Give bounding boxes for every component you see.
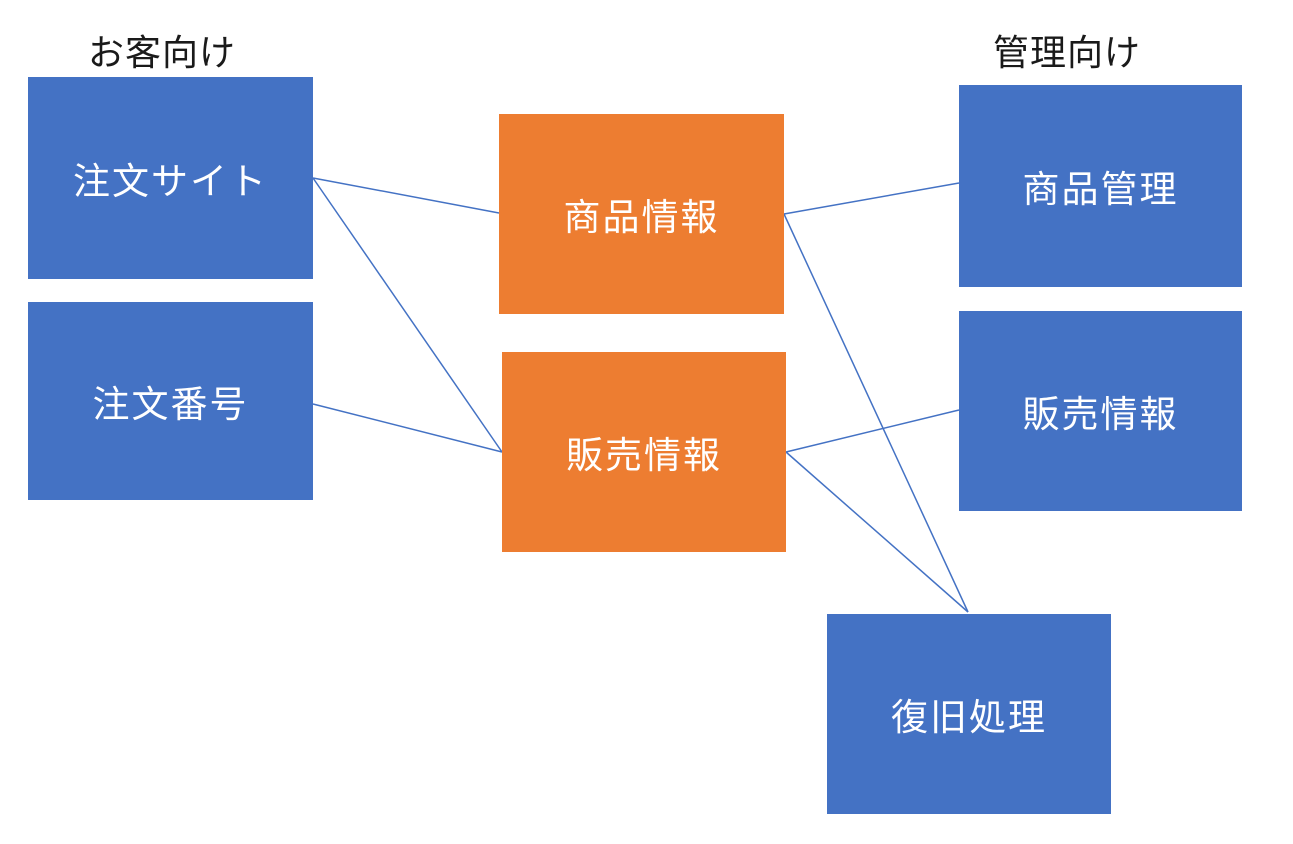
group-label-customer: お客向け [88,32,237,73]
node-product-info: 商品情報 [499,114,784,314]
node-sales-info-admin: 販売情報 [959,311,1242,511]
connector-product-info-product-management [783,182,960,215]
node-order-number: 注文番号 [28,302,313,500]
node-sales-info: 販売情報 [502,352,786,552]
connector-order-number-sales-info [312,403,503,453]
group-label-admin: 管理向け [993,32,1142,73]
node-product-management: 商品管理 [959,85,1242,287]
connector-sales-info-sales-info-admin [785,409,960,453]
connector-sales-info-recovery-process [785,451,969,613]
connector-product-info-recovery-process [783,213,969,613]
node-order-site: 注文サイト [28,77,313,279]
connector-order-site-product-info [312,177,500,214]
node-recovery-process: 復旧処理 [827,614,1111,814]
connector-order-site-sales-info [312,177,503,453]
